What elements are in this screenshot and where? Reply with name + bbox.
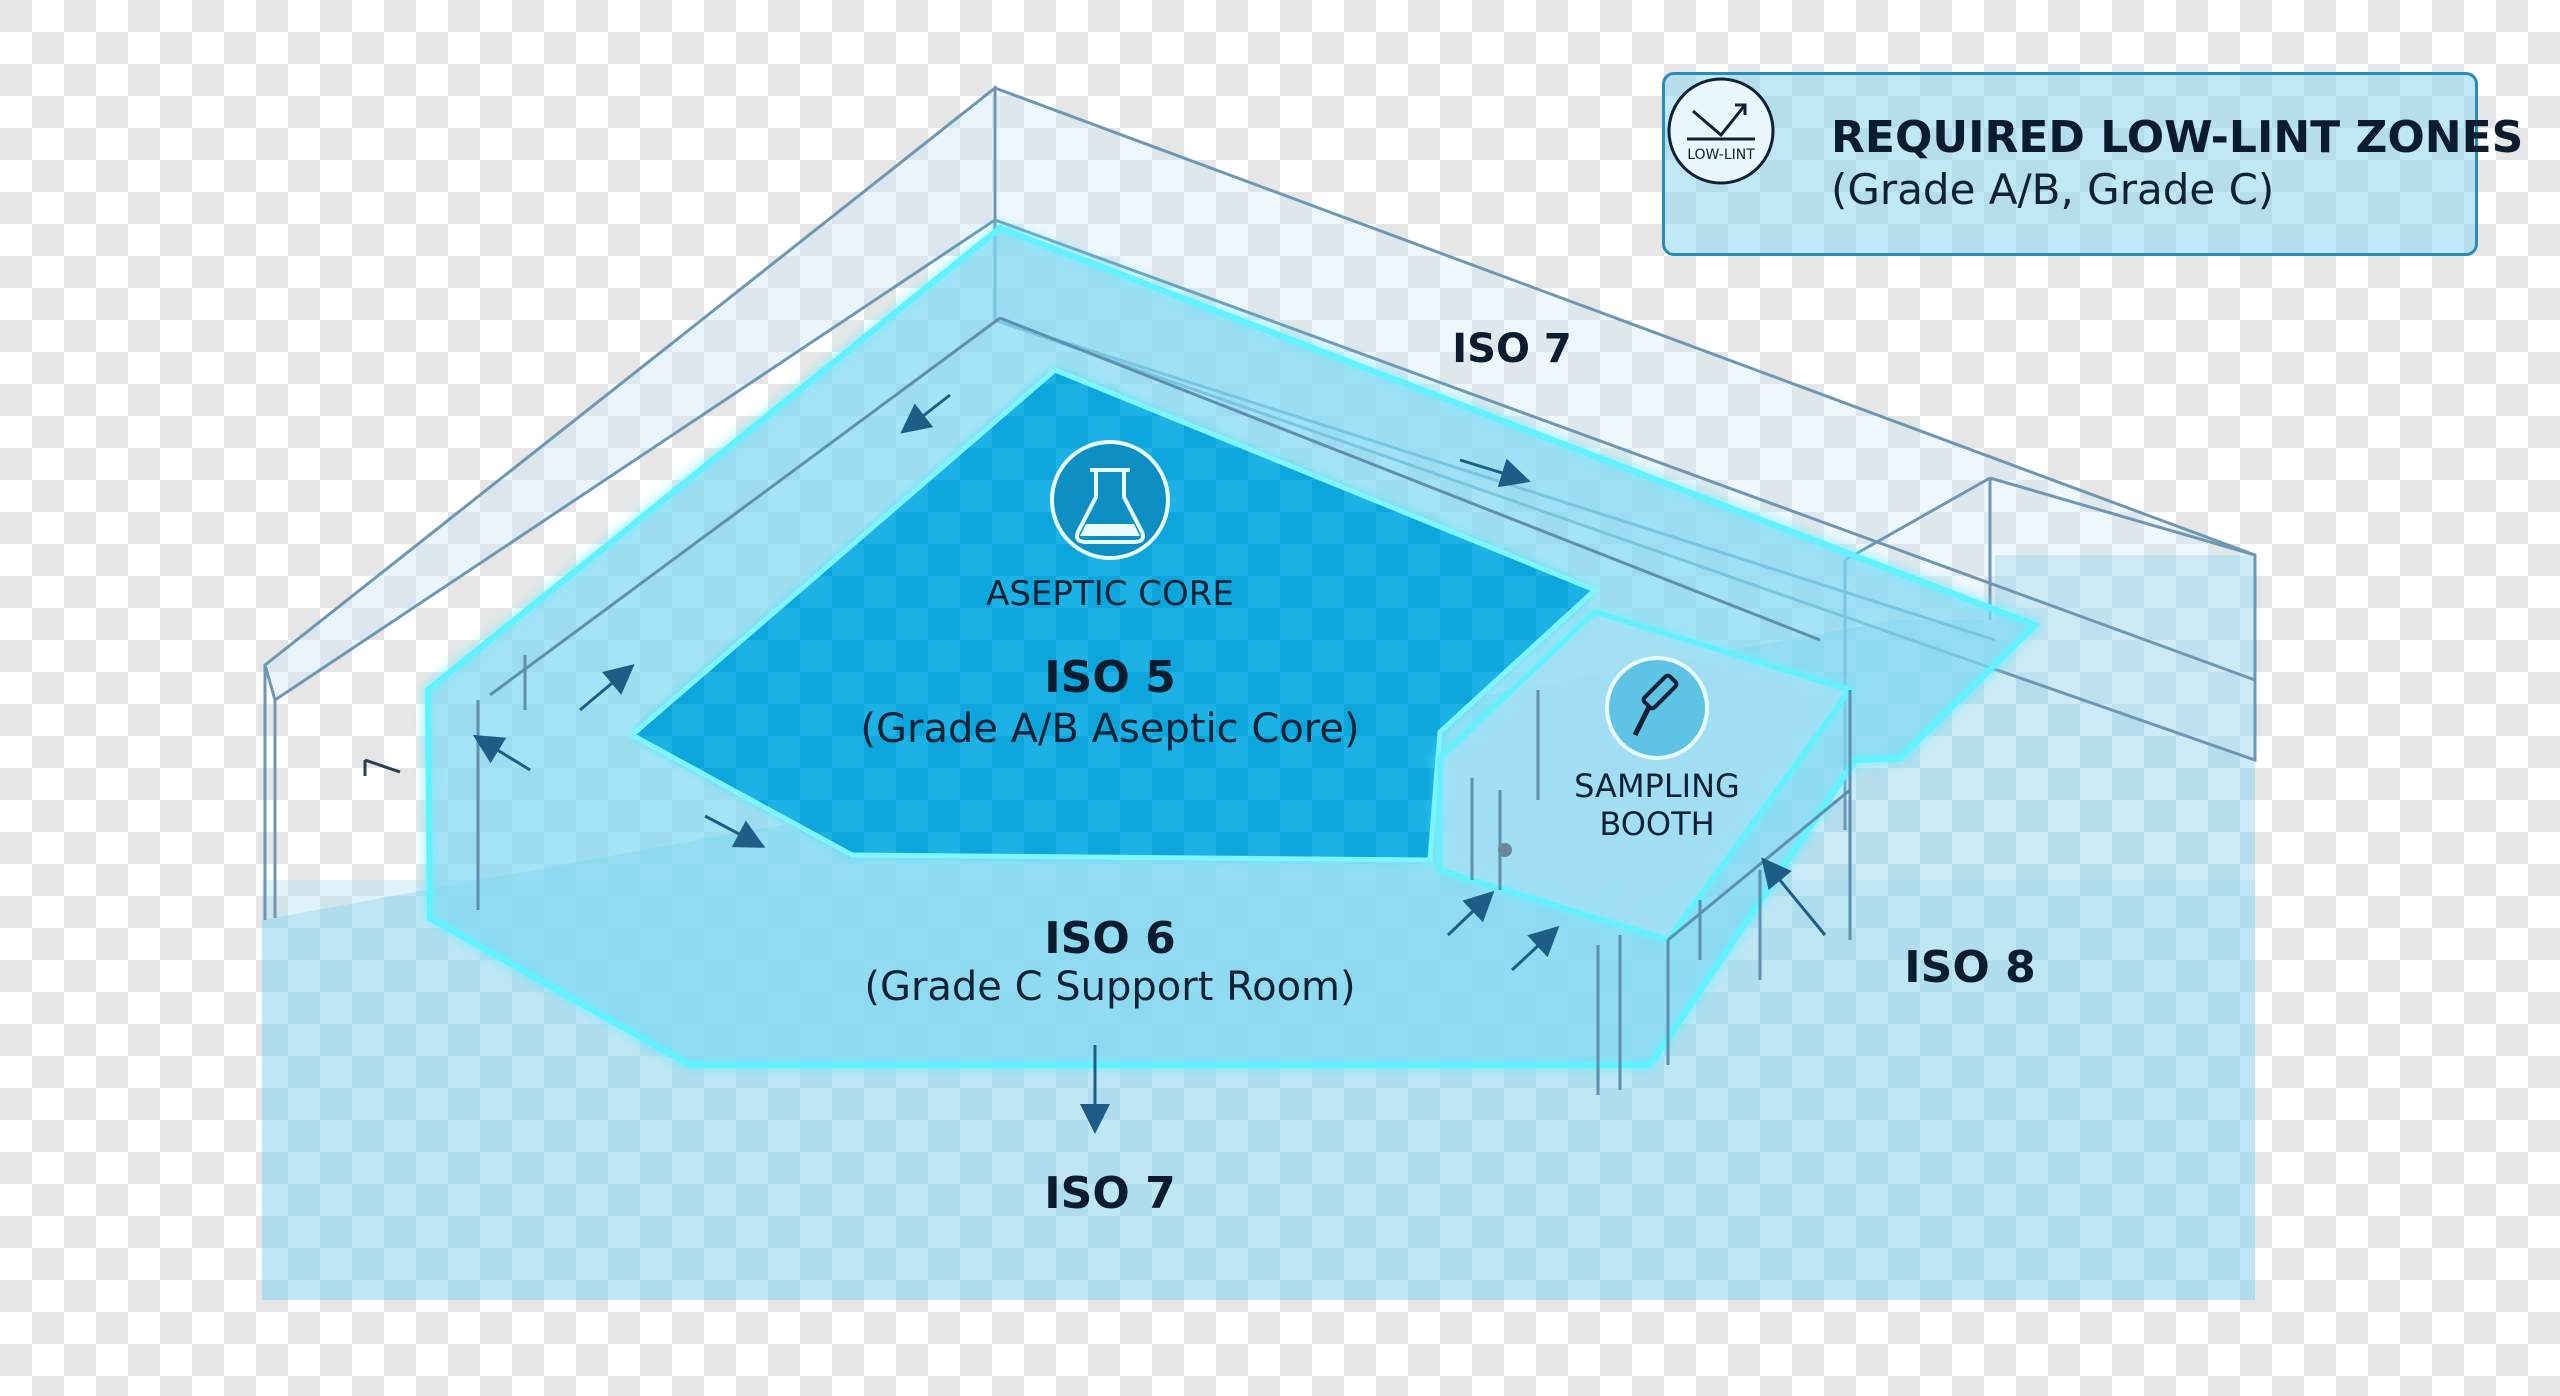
- airflow-arrow: [472, 734, 531, 772]
- airflow-arrow: [1446, 890, 1495, 937]
- sampling-booth-line2: BOOTH: [1599, 805, 1714, 843]
- iso6-label: ISO 6: [1044, 913, 1175, 964]
- iso7-top-label: ISO 7: [1452, 326, 1571, 372]
- airflow-arrow: [900, 393, 951, 434]
- airflow-arrows: [472, 393, 1827, 1134]
- airflow-arrow: [1761, 857, 1827, 936]
- legend-subtitle: (Grade A/B, Grade C): [1831, 164, 2275, 214]
- flask-icon: [1050, 440, 1170, 560]
- iso5-subtitle: (Grade A/B Aseptic Core): [860, 706, 1359, 752]
- iso7-bottom-label: ISO 7: [1044, 1168, 1175, 1219]
- iso5-aseptic-core: [627, 367, 1600, 863]
- airflow-arrow: [1459, 458, 1531, 488]
- airflow-arrow: [704, 814, 766, 848]
- wall-sensor: [363, 758, 401, 776]
- door-handle: [1498, 843, 1512, 857]
- airflow-arrow: [1510, 925, 1560, 972]
- low-lint-legend: LOW-LINT REQUIRED LOW-LINT ZONES (Grade …: [1662, 72, 2523, 256]
- legend-text: REQUIRED LOW-LINT ZONES (Grade A/B, Grad…: [1831, 112, 2524, 216]
- legend-title: REQUIRED LOW-LINT ZONES: [1831, 112, 2524, 163]
- paint-roller-icon: [1605, 656, 1709, 760]
- iso8-label: ISO 8: [1904, 942, 2035, 993]
- aseptic-core-badge: ASEPTIC CORE: [986, 574, 1234, 614]
- sampling-booth-line1: SAMPLING: [1574, 767, 1740, 805]
- iso6-subtitle: (Grade C Support Room): [864, 964, 1355, 1010]
- legend-icon-label: LOW-LINT: [1687, 147, 1755, 163]
- airflow-arrow: [579, 664, 635, 712]
- iso5-label: ISO 5: [1044, 652, 1175, 703]
- sampling-booth: [1437, 609, 1855, 1095]
- low-lint-arrow-icon: LOW-LINT: [1667, 77, 1775, 185]
